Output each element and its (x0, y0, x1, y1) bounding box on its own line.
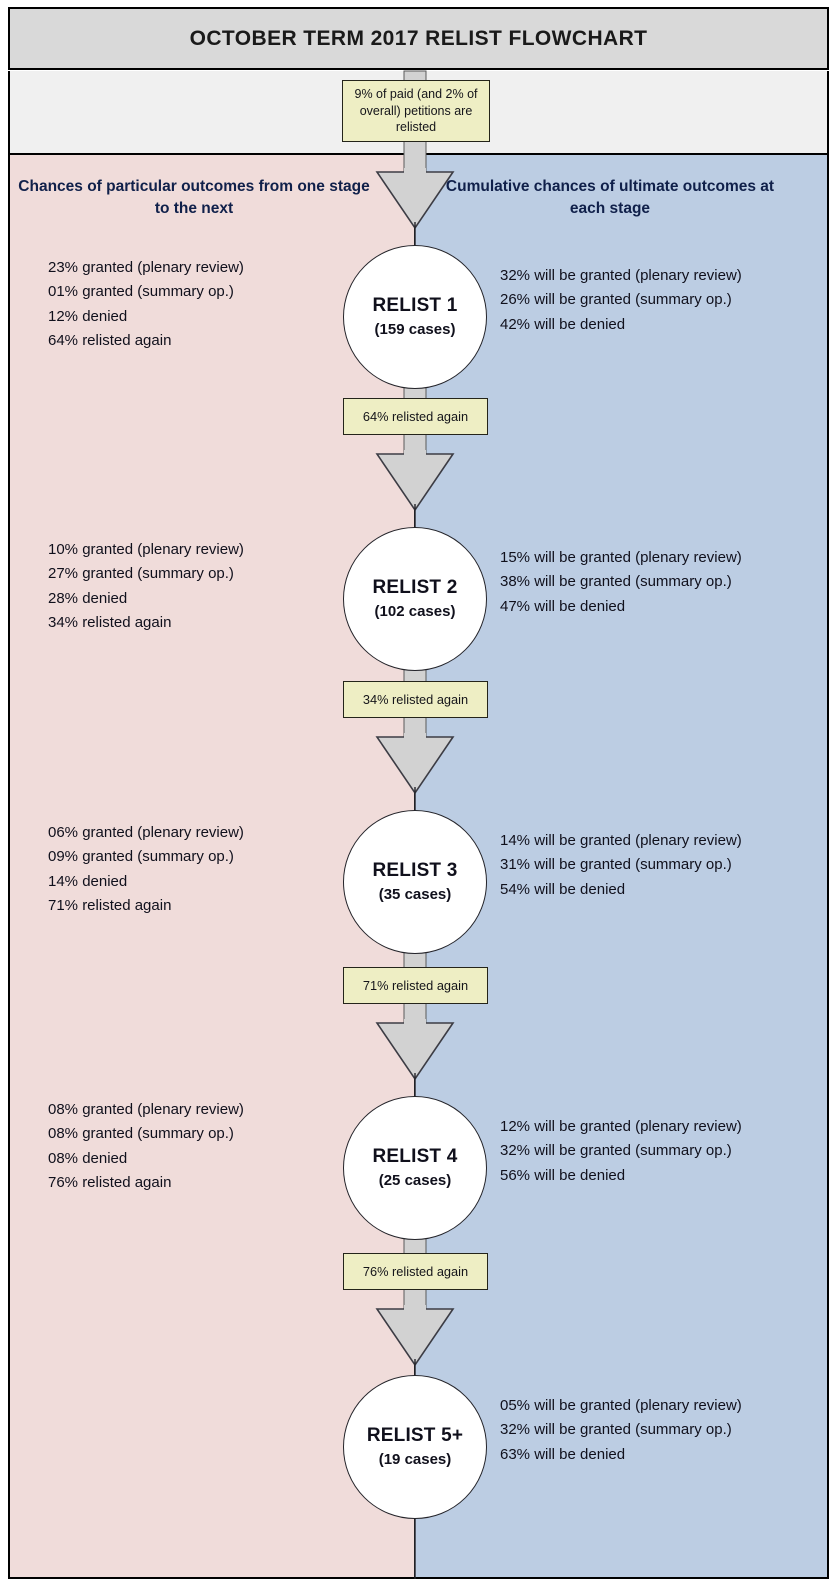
outcome-line: 08% denied (48, 1149, 128, 1167)
stage-4-right-outcomes: 12% will be granted (plenary review) 32%… (500, 1115, 742, 1188)
outcome-line: 32% will be granted (plenary review) (500, 267, 742, 284)
outcome-line: 23% granted (plenary review) (48, 259, 244, 276)
outcome-line: 10% granted (plenary review) (48, 541, 244, 558)
node-relist-5-plus[interactable]: RELIST 5+ (19 cases) (343, 1375, 487, 1519)
node-title: RELIST 5+ (366, 1424, 464, 1446)
outcome-line: 76% relisted again (48, 1173, 172, 1191)
connector-label-1: 64% relisted again (343, 398, 488, 435)
stage-2-left-outcomes: 10% granted (plenary review) 27% granted… (48, 538, 244, 635)
node-title: RELIST 4 (372, 1145, 458, 1167)
outcome-line: 64% relisted again (48, 331, 172, 349)
connector-label-2: 34% relisted again (343, 681, 488, 718)
node-relist-3[interactable]: RELIST 3 (35 cases) (343, 810, 487, 954)
node-relist-1[interactable]: RELIST 1 (159 cases) (343, 245, 487, 389)
outcome-line: 06% granted (plenary review) (48, 824, 244, 841)
stage-5-right-outcomes: 05% will be granted (plenary review) 32%… (500, 1394, 742, 1467)
node-case-count: (102 cases) (374, 603, 456, 621)
node-case-count: (25 cases) (378, 1172, 452, 1190)
node-title: RELIST 2 (372, 576, 458, 598)
chart-title-bar: OCTOBER TERM 2017 RELIST FLOWCHART (8, 7, 829, 70)
right-column-heading: Cumulative chances of ultimate outcomes … (445, 178, 775, 218)
stage-2-right-outcomes: 15% will be granted (plenary review) 38%… (500, 546, 742, 619)
outcome-line: 31% will be granted (summary op.) (500, 856, 732, 874)
outcome-line: 12% will be granted (plenary review) (500, 1118, 742, 1135)
outcome-line: 08% granted (summary op.) (48, 1125, 234, 1143)
node-case-count: (35 cases) (378, 886, 452, 904)
stage-4-left-outcomes: 08% granted (plenary review) 08% granted… (48, 1098, 244, 1195)
stage-1-right-outcomes: 32% will be granted (plenary review) 26%… (500, 264, 742, 337)
outcome-line: 54% will be denied (500, 880, 626, 898)
node-case-count: (19 cases) (378, 1451, 452, 1469)
left-column-heading: Chances of particular outcomes from one … (18, 178, 370, 218)
outcome-line: 71% relisted again (48, 896, 172, 914)
node-relist-4[interactable]: RELIST 4 (25 cases) (343, 1096, 487, 1240)
outcome-line: 63% will be denied (500, 1445, 626, 1463)
outcome-line: 14% denied (48, 872, 128, 890)
outcome-line: 28% denied (48, 589, 128, 607)
outcome-line: 15% will be granted (plenary review) (500, 549, 742, 566)
node-case-count: (159 cases) (374, 321, 456, 339)
outcome-line: 05% will be granted (plenary review) (500, 1397, 742, 1414)
connector-label-3: 71% relisted again (343, 967, 488, 1004)
node-relist-2[interactable]: RELIST 2 (102 cases) (343, 527, 487, 671)
outcome-line: 42% will be denied (500, 315, 626, 333)
connector-label-4: 76% relisted again (343, 1253, 488, 1290)
outcome-line: 27% granted (summary op.) (48, 565, 234, 583)
outcome-line: 56% will be denied (500, 1166, 626, 1184)
outcome-line: 08% granted (plenary review) (48, 1101, 244, 1118)
node-title: RELIST 1 (372, 294, 458, 316)
outcome-line: 38% will be granted (summary op.) (500, 573, 732, 591)
stage-3-right-outcomes: 14% will be granted (plenary review) 31%… (500, 829, 742, 902)
outcome-line: 09% granted (summary op.) (48, 848, 234, 866)
outcome-line: 47% will be denied (500, 597, 626, 615)
outcome-line: 01% granted (summary op.) (48, 283, 234, 301)
stage-1-left-outcomes: 23% granted (plenary review) 01% granted… (48, 256, 244, 353)
outcome-line: 12% denied (48, 307, 128, 325)
page-title: OCTOBER TERM 2017 RELIST FLOWCHART (189, 26, 648, 50)
outcome-line: 14% will be granted (plenary review) (500, 832, 742, 849)
outcome-line: 26% will be granted (summary op.) (500, 291, 732, 309)
stage-3-left-outcomes: 06% granted (plenary review) 09% granted… (48, 821, 244, 918)
intro-callout-box: 9% of paid (and 2% of overall) petitions… (342, 80, 490, 142)
outcome-line: 32% will be granted (summary op.) (500, 1421, 732, 1439)
node-title: RELIST 3 (372, 859, 458, 881)
outcome-line: 34% relisted again (48, 613, 172, 631)
outcome-line: 32% will be granted (summary op.) (500, 1142, 732, 1160)
